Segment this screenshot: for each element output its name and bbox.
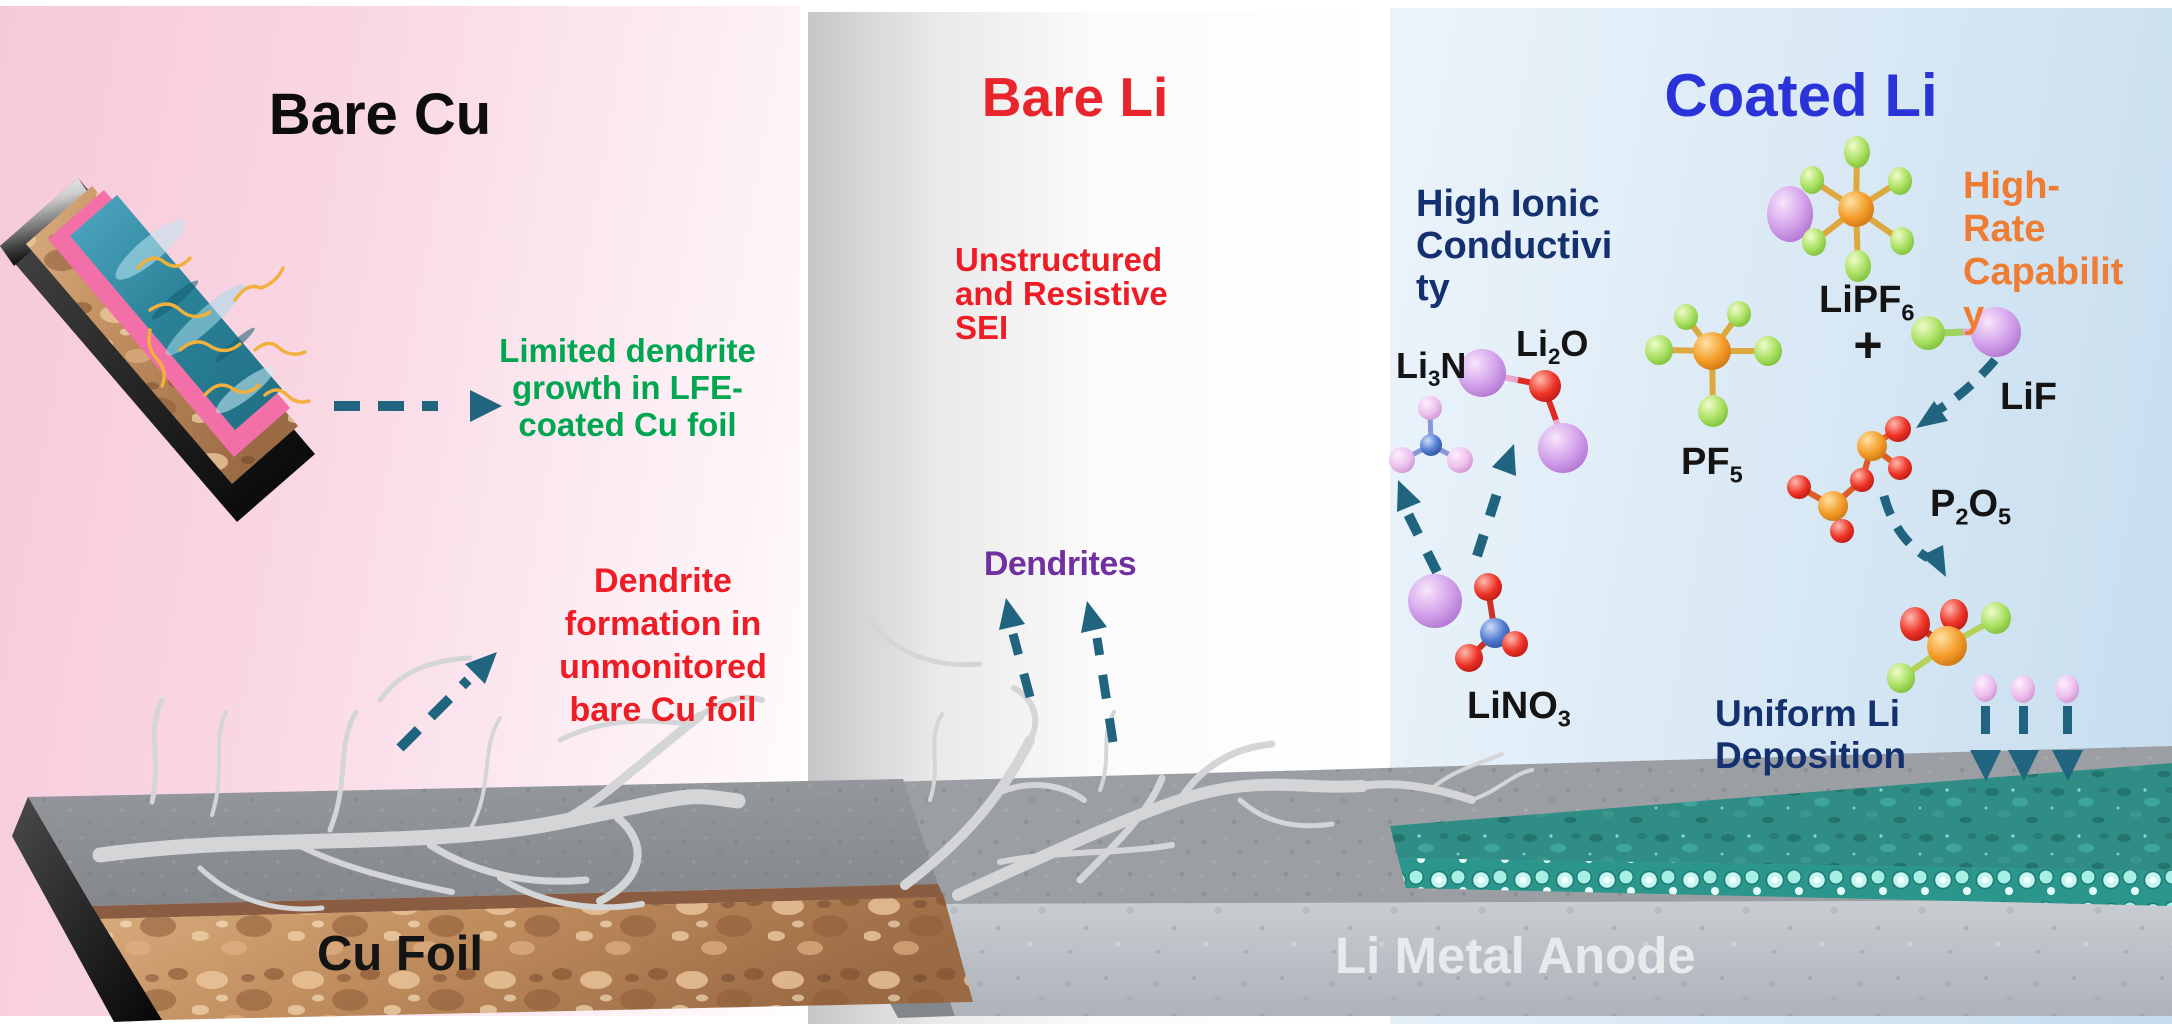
- arrowhead: [1397, 480, 1421, 512]
- arrow-p2o5-pof2: [1879, 494, 1931, 562]
- molecule-lino3: [1408, 573, 1528, 672]
- formula-li2o: Li2O: [1516, 323, 1589, 370]
- arrow-lino3-li3n: [1402, 509, 1442, 575]
- li-metal-anode-label: Li Metal Anode: [1335, 927, 1696, 984]
- coated-li-title: Coated Li: [1664, 62, 1938, 129]
- formula-lif: LiF: [2000, 376, 2057, 418]
- arrowhead: [1081, 601, 1107, 633]
- dendrites-label: Dendrites: [983, 545, 1137, 583]
- arrowhead: [1921, 545, 1946, 577]
- formula-p2o5: P2O5: [1930, 483, 2012, 530]
- arrow-lino3-li2o: [1472, 476, 1507, 558]
- cu-foil-label: Cu Foil: [316, 927, 484, 981]
- molecule-pf5: [1645, 301, 1782, 427]
- deposition-arrows: [1970, 706, 2083, 781]
- arrowhead: [470, 390, 502, 422]
- dendrite-formation-note: Dendrite formation in unmonitored bare C…: [559, 562, 767, 729]
- formula-pf5: PF5: [1681, 441, 1743, 488]
- bare-cu-title: Bare Cu: [268, 82, 492, 147]
- teal-coating-layer: [1390, 763, 2172, 906]
- molecule-pof2: [1887, 599, 2011, 693]
- dendrites-on-li: [867, 617, 1534, 901]
- formula-lipf6: LiPF6: [1819, 279, 1915, 326]
- sei-note: Unstructured and Resistive SEI: [955, 241, 1168, 346]
- dendrites-on-cu: [92, 655, 765, 912]
- arrow-dendrite-left: [1008, 632, 1035, 699]
- arrowhead: [999, 598, 1025, 630]
- foil-stack-illustration: [0, 178, 315, 522]
- molecule-p2o5: [1787, 416, 1912, 543]
- li-ion-deposits: [1973, 674, 2079, 703]
- arrow-dendrite-right: [1092, 637, 1118, 743]
- foil-dendrite-squiggles: [136, 256, 311, 404]
- rate-capability-note: High- Rate Capabilit y: [1963, 165, 2124, 336]
- bare-li-title: Bare Li: [981, 66, 1169, 128]
- limited-dendrite-note: Limited dendrite growth in LFE- coated C…: [499, 332, 756, 443]
- arrowhead: [465, 652, 497, 684]
- arrows: [334, 357, 2083, 781]
- molecule-lif: [1911, 307, 2021, 357]
- uniform-deposition-note: Uniform Li Deposition: [1715, 693, 1907, 776]
- molecule-li3n-li2o: [1389, 349, 1588, 473]
- arrow-dendrite-formation: [396, 676, 472, 752]
- plus-sign: +: [1853, 317, 1883, 373]
- arrowhead: [1916, 401, 1948, 428]
- formula-lino3: LiNO3: [1467, 685, 1571, 732]
- marble-swirls: [115, 220, 274, 414]
- cu-foil-slab: [12, 779, 973, 1022]
- molecule-lipf6: [1767, 136, 1914, 282]
- arrowhead: [1492, 444, 1516, 476]
- formula-li3n: Li3N: [1396, 345, 1467, 392]
- arrow-lif-p2o5: [1935, 357, 1999, 414]
- ionic-conductivity-note: High Ionic Conductivi ty: [1416, 183, 1613, 309]
